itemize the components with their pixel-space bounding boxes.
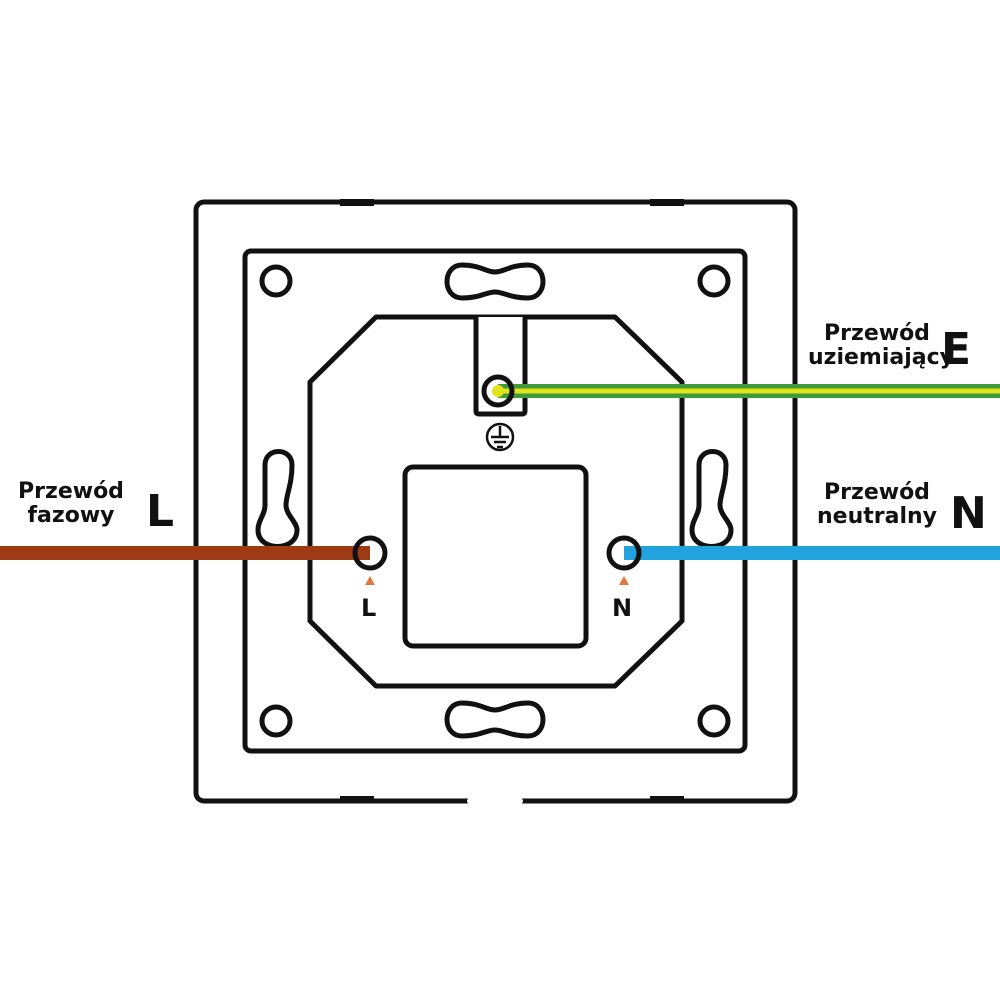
earth-letter: E	[941, 324, 972, 375]
phase-terminal-end	[358, 547, 370, 559]
phase-label-line2: fazowy	[27, 503, 115, 528]
earth-label-line1: Przewód	[824, 321, 930, 346]
screw-hole	[697, 704, 731, 738]
screw-hole	[259, 264, 293, 298]
neutral-label-line1: Przewód	[824, 480, 930, 505]
phase-terminal	[352, 535, 388, 571]
phase-letter: L	[146, 486, 175, 537]
neutral-letter: N	[950, 488, 987, 539]
mounting-slot-right	[689, 449, 734, 549]
mounting-plate	[242, 248, 748, 754]
mounting-slot-left	[255, 449, 300, 549]
earth-terminal	[481, 374, 515, 408]
earth-terminal-end	[492, 385, 504, 397]
screw-hole	[697, 264, 731, 298]
mounting-slot-top	[444, 262, 546, 301]
mounting-slot-bottom	[444, 700, 546, 739]
frame-clip	[650, 199, 684, 206]
neutral-label-line2: neutralny	[816, 504, 937, 529]
ground-symbol-icon	[485, 422, 515, 452]
terminal-label-l: L	[361, 594, 377, 622]
terminal-label-n: N	[612, 594, 633, 622]
neutral-terminal	[606, 535, 642, 571]
center-module	[402, 464, 589, 649]
frame-clip	[340, 796, 374, 803]
phase-label-line1: Przewód	[18, 479, 124, 504]
earth-bracket	[473, 314, 528, 417]
neutral-terminal-end	[624, 547, 636, 559]
screw-hole	[259, 704, 293, 738]
neutral-terminal-marker-icon	[619, 576, 629, 585]
phase-terminal-marker-icon	[365, 576, 375, 585]
earth-label-line2: uziemiający	[808, 345, 955, 370]
frame-clip	[650, 796, 684, 803]
wires	[0, 384, 1000, 560]
frame-clip	[340, 199, 374, 206]
